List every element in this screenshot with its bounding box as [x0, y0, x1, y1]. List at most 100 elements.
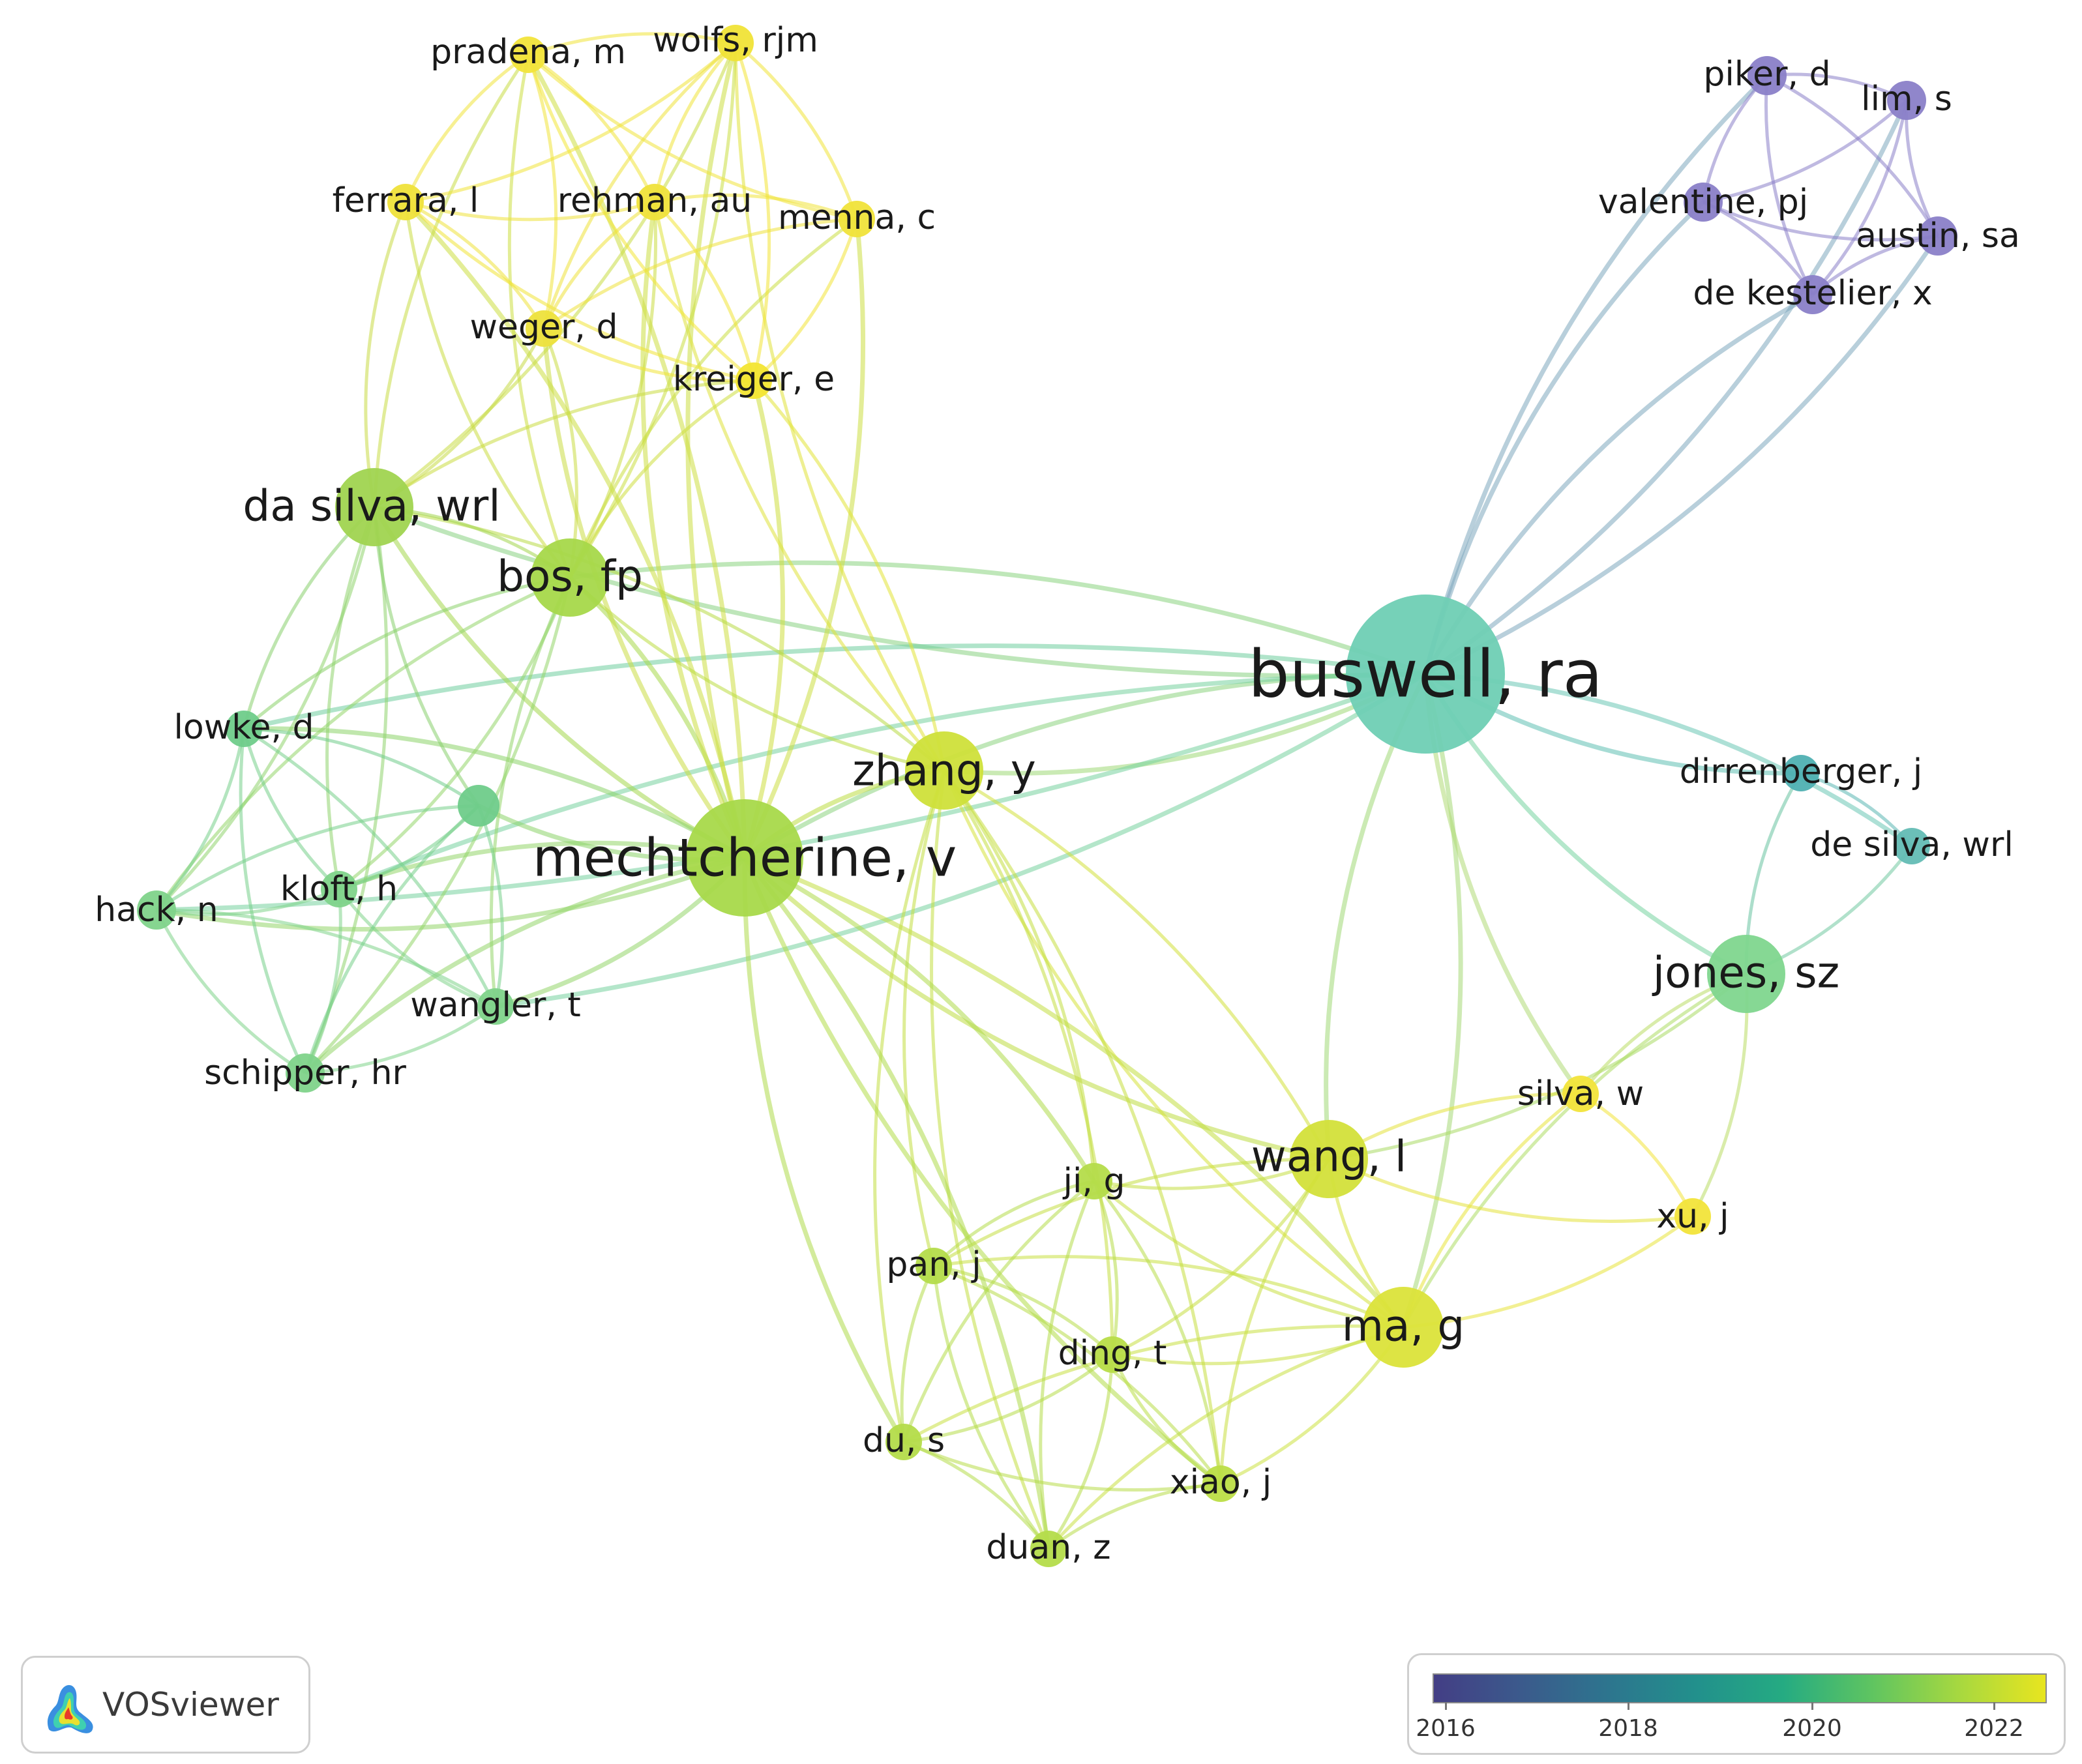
- node-wolfs[interactable]: [717, 25, 754, 61]
- link-wangl-xuj: [1328, 1157, 1693, 1223]
- node-label-lim: lim, s: [1861, 80, 1952, 119]
- legend-tick-2016: [1445, 1702, 1447, 1710]
- node-bos[interactable]: [531, 538, 609, 617]
- node-weger[interactable]: [526, 310, 562, 347]
- link-zhang-duanz: [930, 770, 1050, 1550]
- node-label-wangler: wangler, t: [410, 986, 581, 1025]
- node-menna[interactable]: [839, 201, 875, 237]
- link-wolfs-ferrara: [405, 42, 737, 204]
- link-pradena-rehman: [527, 53, 657, 203]
- link-dus-xiaoj: [903, 1440, 1221, 1492]
- node-lowke[interactable]: [226, 711, 262, 747]
- vosviewer-logo-icon: [47, 1684, 93, 1733]
- node-label-ferrara: ferrara, l: [333, 181, 479, 220]
- node-label-austin: austin, sa: [1856, 216, 2020, 256]
- link-xiaoj-duanz: [1047, 1482, 1221, 1551]
- node-label-schipper: schipper, hr: [204, 1053, 406, 1093]
- link-dus-duanz: [903, 1440, 1050, 1550]
- node-dasilva[interactable]: [335, 468, 413, 546]
- link-menna-weger: [543, 217, 857, 331]
- node-label-silvaw: silva, w: [1517, 1074, 1644, 1113]
- node-xiaoj[interactable]: [1202, 1465, 1239, 1502]
- link-zhang-dus: [873, 770, 946, 1443]
- link-lowke-wangler: [243, 727, 498, 1008]
- node-wangler[interactable]: [477, 988, 514, 1025]
- node-schipper[interactable]: [286, 1053, 325, 1093]
- link-buswell-lim: [1424, 99, 1909, 676]
- node-rehman[interactable]: [636, 184, 673, 220]
- link-zhang-panj: [902, 770, 946, 1267]
- node-dus[interactable]: [885, 1424, 922, 1460]
- link-zhang-bos: [569, 576, 945, 772]
- node-buswell[interactable]: [1346, 595, 1505, 754]
- node-label-bos: bos, fp: [497, 551, 643, 602]
- node-dingt[interactable]: [1094, 1336, 1131, 1373]
- node-label-buswell: buswell, ra: [1248, 636, 1603, 713]
- link-weger-kreiger: [543, 327, 754, 383]
- node-ferrara[interactable]: [387, 184, 424, 220]
- link-hack-schipper: [155, 909, 306, 1075]
- link-pradena-wolfs: [528, 32, 736, 57]
- link-zhang-xiaoj: [942, 769, 1223, 1484]
- node-label-lowke: lowke, d: [173, 708, 314, 747]
- node-kloft[interactable]: [321, 871, 357, 907]
- link-buswell-austin: [1424, 235, 1940, 677]
- link-valentine-austin: [1702, 200, 1939, 242]
- node-xuj[interactable]: [1674, 1198, 1711, 1235]
- node-kreiger[interactable]: [736, 362, 772, 399]
- link-kloft-wangler: [338, 888, 496, 1008]
- link-lowke-schipper: [239, 728, 307, 1074]
- node-dirrenberger[interactable]: [1783, 755, 1819, 791]
- node-mag[interactable]: [1363, 1287, 1444, 1368]
- legend-label-2020: 2020: [1782, 1715, 1842, 1742]
- link-mechtcherine-dus: [742, 857, 906, 1443]
- link-mechtcherine-duanz: [743, 856, 1051, 1550]
- node-pradena[interactable]: [510, 37, 546, 73]
- node-lim[interactable]: [1887, 81, 1926, 120]
- node-jig[interactable]: [1076, 1163, 1112, 1199]
- link-wangl-xiaoj: [1219, 1158, 1331, 1484]
- node-silvaw[interactable]: [1562, 1076, 1599, 1112]
- node-unlabeled[interactable]: [458, 785, 499, 827]
- link-mag-xuj: [1403, 1214, 1694, 1329]
- link-mag-zhang: [942, 769, 1405, 1329]
- link-pradena-kreiger: [526, 54, 755, 382]
- link-mag-mechtcherine: [743, 855, 1405, 1329]
- node-desilva[interactable]: [1894, 828, 1930, 864]
- node-label-dirrenberger: dirrenberger, j: [1680, 752, 1922, 791]
- link-bos-schipper: [304, 577, 572, 1074]
- link-dingt-dus: [903, 1353, 1114, 1444]
- node-valentine[interactable]: [1684, 183, 1723, 222]
- link-dasilva-kloft: [325, 507, 376, 890]
- node-zhang[interactable]: [905, 731, 983, 810]
- link-panj-xiaoj: [933, 1264, 1222, 1485]
- node-wangl[interactable]: [1290, 1120, 1368, 1198]
- link-jig-dus: [902, 1180, 1095, 1443]
- link-buswell-lowke: [243, 643, 1426, 731]
- node-piker[interactable]: [1747, 56, 1787, 95]
- link-bos-wangler: [489, 576, 572, 1007]
- node-dekestelier[interactable]: [1793, 275, 1832, 314]
- node-label-xiaoj: xiao, j: [1170, 1463, 1272, 1502]
- node-austin[interactable]: [1918, 216, 1957, 256]
- link-mag-dus: [902, 1324, 1404, 1444]
- link-mechtcherine-wolfs: [685, 42, 747, 859]
- node-panj[interactable]: [915, 1248, 952, 1284]
- link-wangler-schipper: [305, 1005, 497, 1075]
- link-pradena-menna: [527, 53, 857, 221]
- link-dingt-duanz: [1047, 1354, 1114, 1550]
- legend-tick-2018: [1628, 1702, 1629, 1710]
- node-hack[interactable]: [137, 890, 176, 930]
- node-mechtcherine[interactable]: [686, 799, 803, 917]
- link-hack-kloft: [156, 887, 340, 917]
- link-jig-panj: [932, 1179, 1095, 1267]
- node-duanz[interactable]: [1030, 1531, 1067, 1567]
- node-label-jones: jones, sz: [1652, 948, 1840, 998]
- link-lowke-unlabeled: [243, 727, 480, 808]
- node-jones[interactable]: [1707, 935, 1785, 1013]
- node-label-duanz: duan, z: [986, 1528, 1110, 1567]
- vosviewer-logo[interactable]: VOSviewer: [21, 1656, 310, 1754]
- node-label-dingt: ding, t: [1058, 1334, 1167, 1373]
- link-wangl-mechtcherine: [743, 856, 1330, 1162]
- link-buswell-valentine: [1423, 200, 1705, 675]
